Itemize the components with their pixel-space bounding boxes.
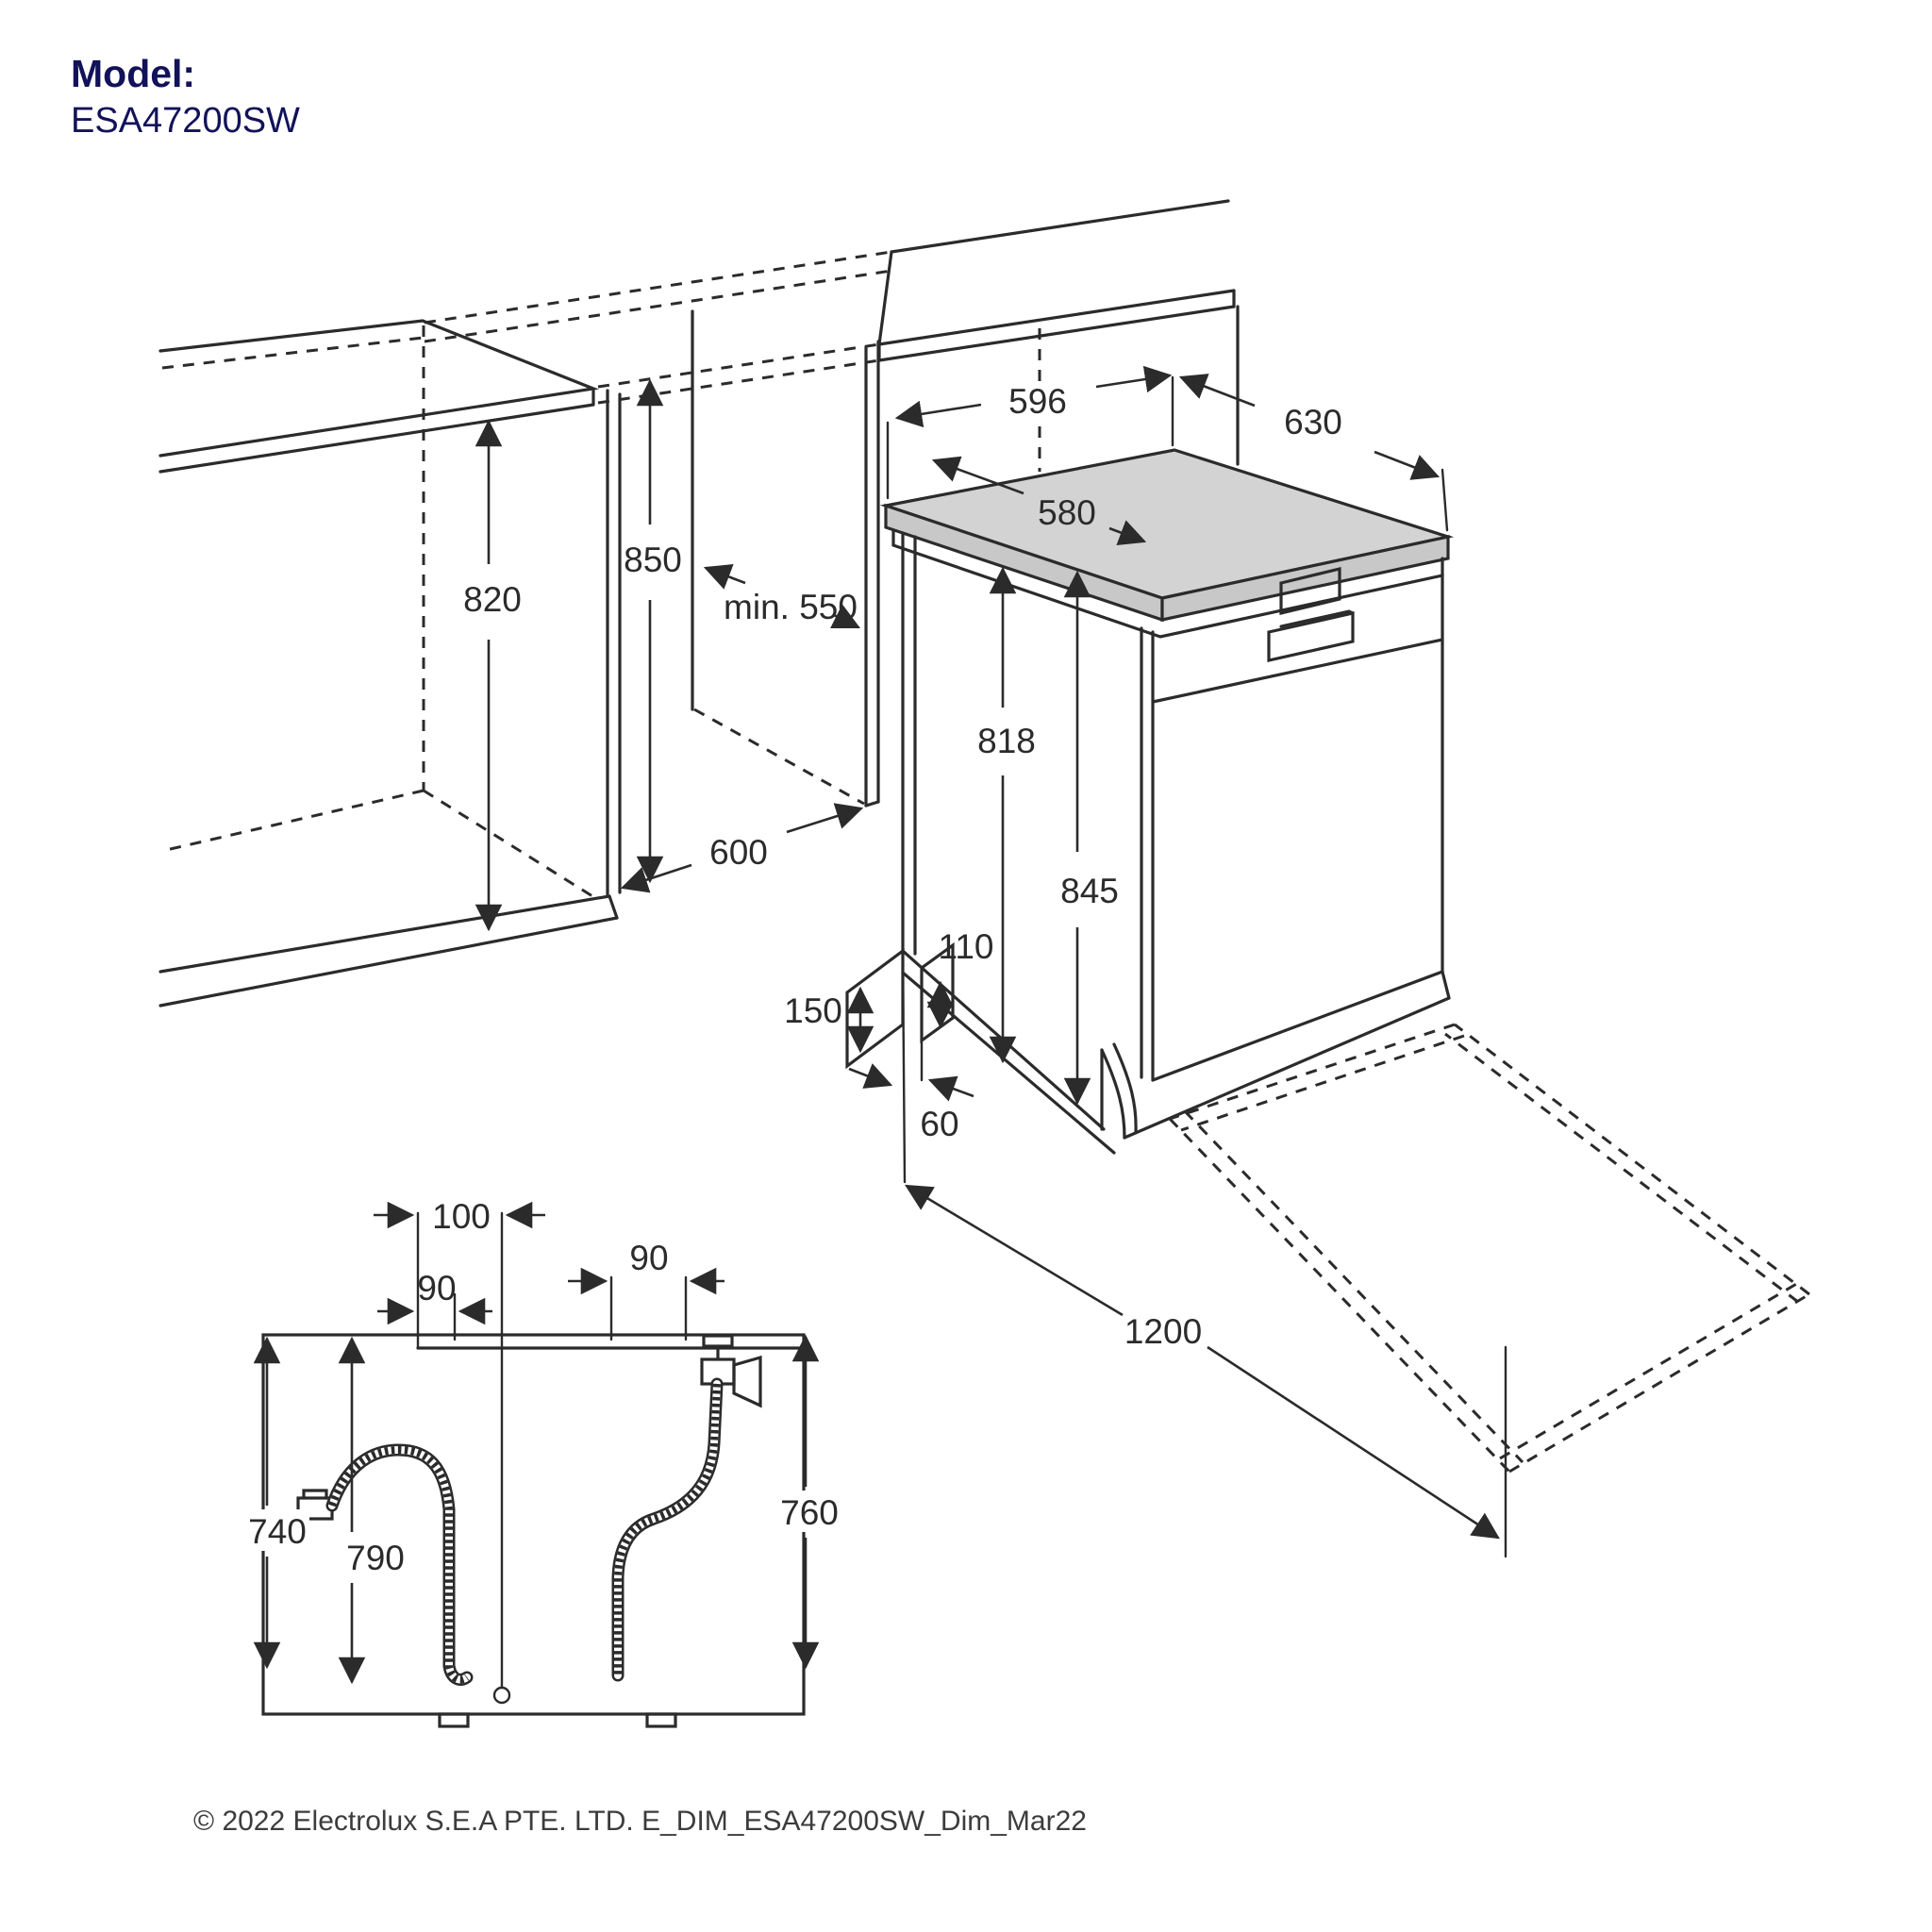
dim-790-label: 790 <box>346 1539 405 1577</box>
dim-mid-hose-height: 790 <box>338 1336 405 1685</box>
dim-cabinet-depth: 600 <box>620 803 864 893</box>
dim-818-label: 818 <box>977 722 1036 760</box>
dim-total-depth: 630 <box>1178 374 1449 532</box>
model-label: Model: <box>71 52 195 95</box>
dim-845-label: 845 <box>1060 872 1119 910</box>
dim-door-open-clearance: 1200 <box>905 1184 1507 1558</box>
dim-plinth-recess: 60 <box>848 1063 974 1143</box>
dim-90-left-label: 90 <box>417 1269 456 1307</box>
dim-drain-offset: 90 <box>377 1269 492 1325</box>
foot-right <box>645 1712 677 1728</box>
dim-820-label: 820 <box>463 580 522 619</box>
dim-90-right-label: 90 <box>629 1239 668 1277</box>
copyright-footer: © 2022 Electrolux S.E.A PTE. LTD. E_DIM_… <box>193 1806 1087 1837</box>
right-counter-slab <box>877 199 1240 466</box>
dim-150-label: 150 <box>784 991 842 1030</box>
power-cord <box>492 1211 511 1705</box>
dim-100-label: 100 <box>432 1197 491 1236</box>
dim-inlet-offset: 90 <box>568 1239 724 1295</box>
dim-counter-height: 850 <box>624 378 682 884</box>
dim-plinth-height: 150 <box>784 986 874 1054</box>
left-cabinet <box>158 325 622 1008</box>
dim-cord-offset: 100 <box>374 1197 545 1236</box>
dim-596-label: 596 <box>1008 382 1067 421</box>
model-number: ESA47200SW <box>71 101 300 141</box>
dim-niche-depth: min. 550 <box>703 564 861 629</box>
dim-110-label: 110 <box>939 927 994 966</box>
isometric-installation-view: 820 850 600 min. 550 <box>158 199 1810 1558</box>
dim-1200-label: 1200 <box>1124 1312 1202 1351</box>
dim-850-label: 850 <box>624 541 682 579</box>
dim-height-without-worktop: 818 <box>977 566 1036 1064</box>
dim-580-label: 580 <box>1038 493 1096 532</box>
dishwasher <box>879 328 1455 1155</box>
dim-600-label: 600 <box>709 833 768 872</box>
dim-630-label: 630 <box>1284 403 1342 441</box>
dim-plinth-inner-height: 110 <box>926 927 994 1029</box>
dim-drain-hose-height: 740 <box>247 1336 309 1670</box>
control-display <box>1279 566 1341 616</box>
door-open-floor-plane <box>1168 1023 1810 1474</box>
drain-hose <box>296 1443 474 1686</box>
dim-740-label: 740 <box>248 1512 307 1551</box>
dim-worktop-depth: 580 <box>931 456 1147 546</box>
dim-niche-height: 820 <box>463 419 522 932</box>
rear-service-view: 100 90 90 740 790 <box>247 1197 840 1728</box>
foot-left <box>438 1712 470 1728</box>
dim-inlet-hose-height: 760 <box>777 1334 840 1670</box>
dim-60-label: 60 <box>920 1105 958 1143</box>
dim-min550-label: min. 550 <box>724 588 858 626</box>
hidden-countertop-dashed <box>424 250 892 405</box>
dim-appliance-width: 596 <box>886 365 1174 500</box>
door-handle <box>1267 609 1355 662</box>
left-counter-slab <box>158 319 600 474</box>
inlet-hose <box>611 1377 724 1682</box>
niche-opening <box>691 309 880 808</box>
dim-760-label: 760 <box>780 1493 839 1532</box>
dim-total-height: 845 <box>1060 570 1119 1106</box>
